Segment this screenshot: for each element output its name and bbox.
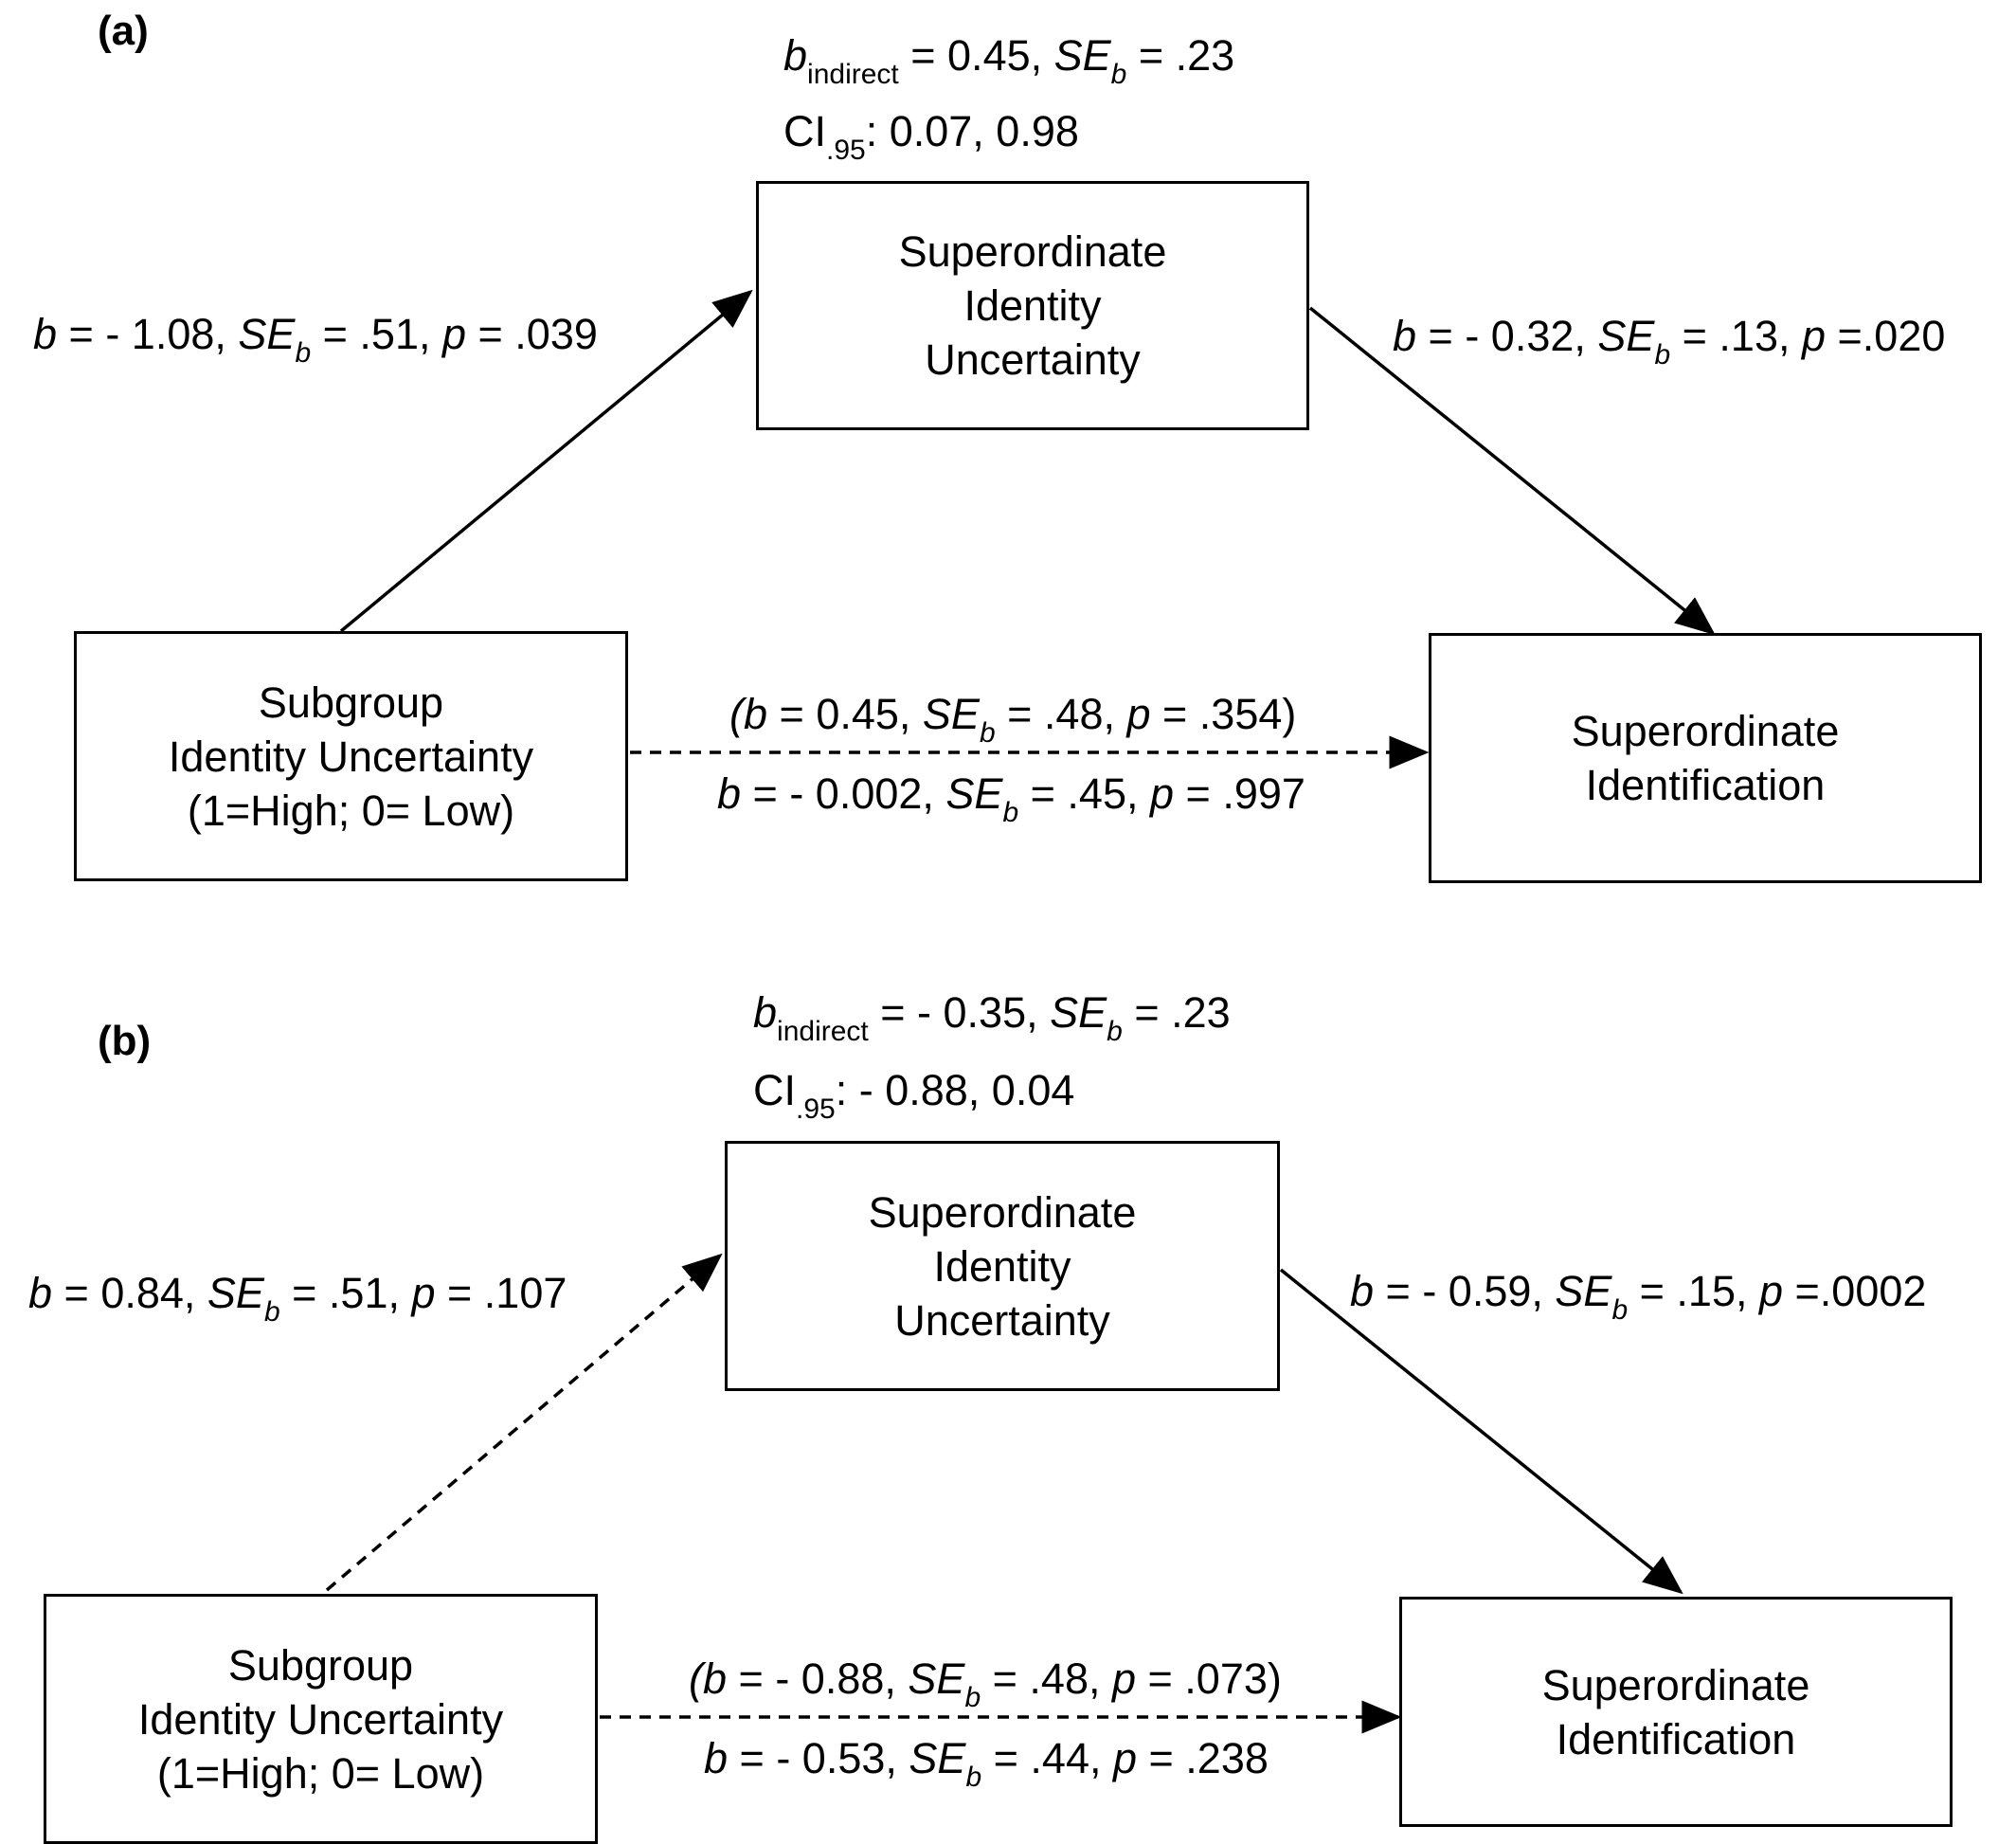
panel-b-outcome-box: Superordinate Identification [1399, 1597, 1953, 1827]
panel-a-path-b-label: b = - 0.32, SEb = .13, p =.020 [1393, 312, 1946, 371]
panel-b-indirect-effect: bindirect = - 0.35, SEb = .23 [753, 988, 1231, 1047]
panel-a-indirect-effect: bindirect = 0.45, SEb = .23 [783, 31, 1235, 90]
panel-b-confidence-interval: CI.95: - 0.88, 0.04 [753, 1066, 1075, 1125]
panel-a-mediator-box: Superordinate Identity Uncertainty [756, 181, 1309, 430]
panel-b-label: (b) [98, 1018, 152, 1064]
panel-b-mediator-box: Superordinate Identity Uncertainty [725, 1141, 1280, 1391]
panel-a-confidence-interval: CI.95: 0.07, 0.98 [783, 107, 1079, 166]
panel-a-path-a-label: b = - 1.08, SEb = .51, p = .039 [33, 310, 598, 369]
panel-a-label: (a) [98, 8, 149, 54]
panel-b-path-b-label: b = - 0.59, SEb = .15, p =.0002 [1350, 1267, 1927, 1326]
panel-b-total-effect-label: (b = - 0.88, SEb = .48, p = .073) [689, 1654, 1282, 1713]
panel-a-outcome-box: Superordinate Identification [1429, 633, 1982, 883]
panel-a-predictor-box: Subgroup Identity Uncertainty (1=High; 0… [74, 631, 628, 881]
arrow-b-path-b [1279, 1268, 1683, 1595]
arrow-b-path-a [325, 1253, 723, 1592]
panel-b-predictor-box: Subgroup Identity Uncertainty (1=High; 0… [44, 1594, 598, 1844]
panel-b-path-a-label: b = 0.84, SEb = .51, p = .107 [28, 1269, 567, 1328]
panel-b-direct-effect-label: b = - 0.53, SEb = .44, p = .238 [704, 1734, 1269, 1793]
panel-a-total-effect-label: (b = 0.45, SEb = .48, p = .354) [729, 690, 1297, 749]
arrow-a-path-b [1308, 306, 1716, 636]
panel-a-direct-effect-label: b = - 0.002, SEb = .45, p = .997 [717, 769, 1305, 828]
arrow-a-path-a [339, 289, 753, 633]
